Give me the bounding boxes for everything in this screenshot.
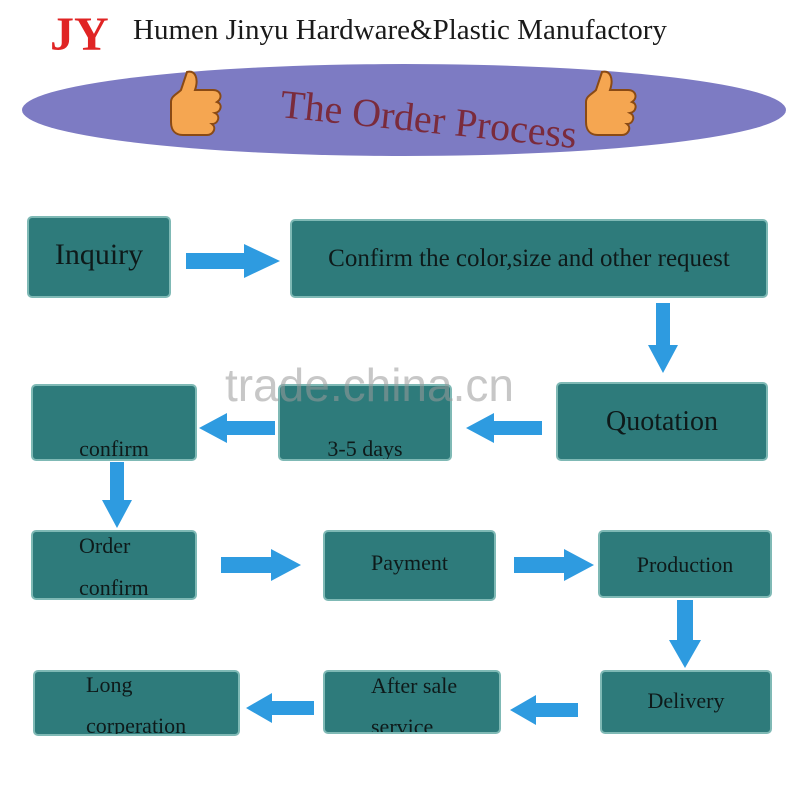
step-label: Inquiry xyxy=(54,238,144,271)
step-quotation: Quotation xyxy=(556,382,768,461)
step-delivery: Delivery xyxy=(600,670,772,734)
step-label: confirm xyxy=(79,575,149,600)
thumbs-up-icon xyxy=(585,70,637,136)
arrow-down-icon xyxy=(669,600,701,668)
step-long-cooperation: Long corperation xyxy=(33,670,240,736)
title-banner xyxy=(22,64,786,156)
company-logo: JY xyxy=(50,8,109,56)
step-label: corperation xyxy=(86,713,187,736)
arrow-down-icon xyxy=(648,303,678,373)
watermark: trade.china.cn xyxy=(225,359,514,411)
arrow-right-icon xyxy=(186,244,280,278)
step-label: Payment xyxy=(371,550,448,575)
step-label: After sale xyxy=(371,673,458,698)
step-payment: Payment xyxy=(323,530,496,601)
step-label: 3-5 days xyxy=(327,436,403,461)
logo-text: JY xyxy=(50,8,109,56)
step-label: Order xyxy=(79,533,131,558)
step-label: Confirm the color,size and other request xyxy=(328,245,730,272)
step-label: Delivery xyxy=(647,688,725,713)
step-label: Production xyxy=(636,552,734,577)
arrow-down-icon xyxy=(102,462,132,528)
step-sample: 3-5 days xyxy=(278,384,452,461)
step-production: Production xyxy=(598,530,772,598)
arrow-left-icon xyxy=(246,693,314,723)
thumbs-up-icon xyxy=(170,70,222,136)
step-label: confirm xyxy=(79,436,149,461)
step-label: service xyxy=(371,714,434,734)
step-order-confirm: Order confirm xyxy=(31,530,197,600)
step-confirm-request: Confirm the color,size and other request xyxy=(290,219,768,298)
arrow-right-icon xyxy=(514,549,594,581)
step-sample-confirm: confirm xyxy=(31,384,197,461)
arrow-right-icon xyxy=(221,549,301,581)
step-inquiry: Inquiry xyxy=(27,216,171,298)
arrow-left-icon xyxy=(199,413,275,443)
step-label: Long xyxy=(86,672,133,697)
arrow-left-icon xyxy=(510,695,578,725)
step-label: Quotation xyxy=(606,406,718,437)
arrow-left-icon xyxy=(466,413,542,443)
step-after-sale: After sale service xyxy=(323,670,501,734)
company-name: Humen Jinyu Hardware&Plastic Manufactory xyxy=(133,14,667,46)
